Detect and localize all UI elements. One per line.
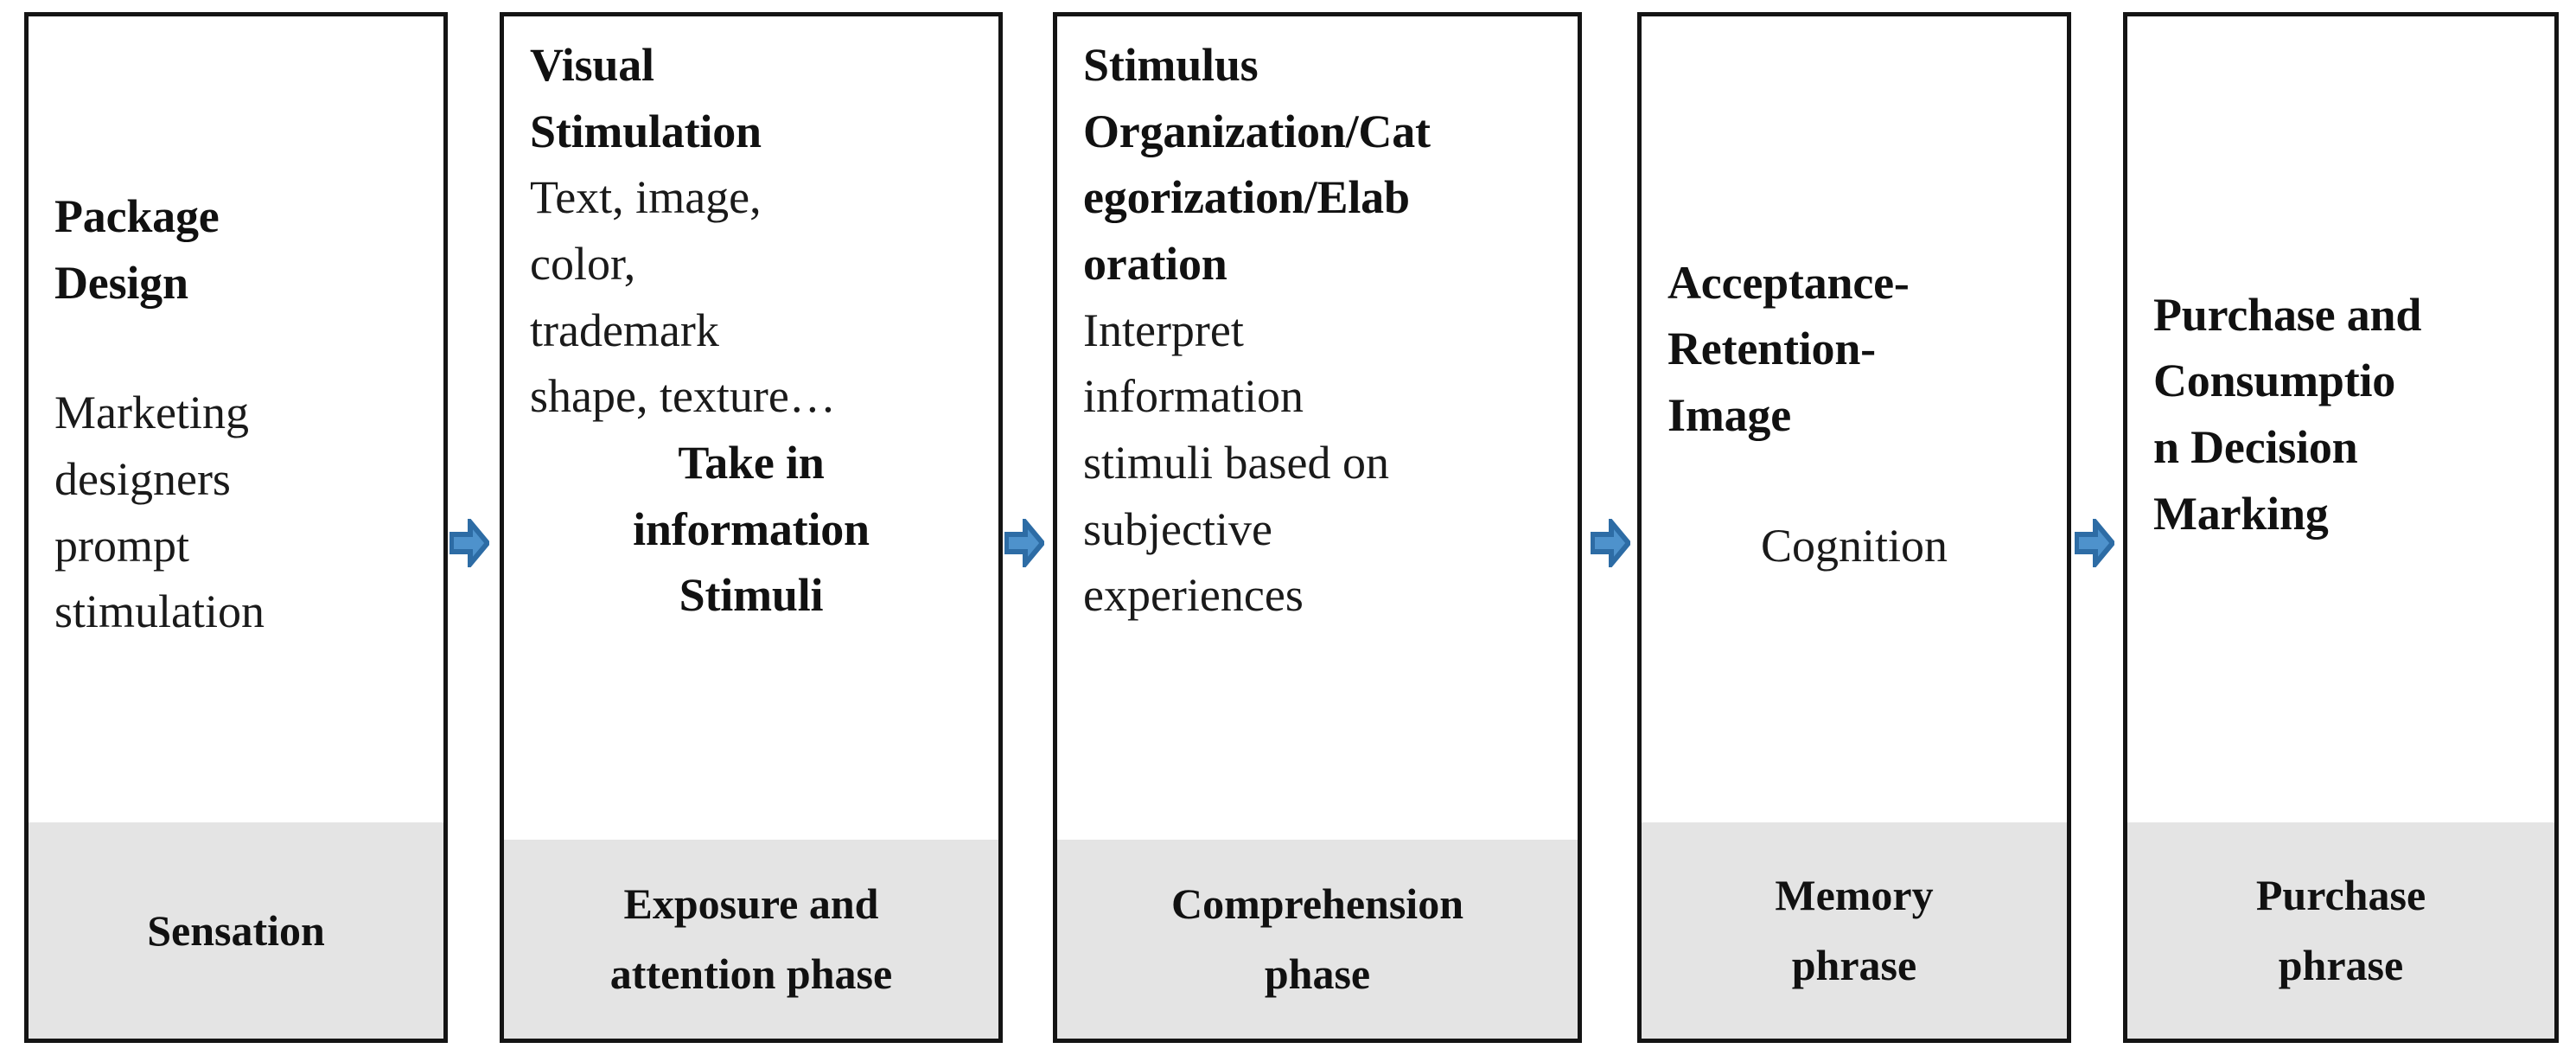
stage-body-purchase-consumption-decision: Purchase and Consumptio n Decision Marki…: [2127, 16, 2554, 822]
arrow-stimulus-organization-to-acceptance-retention: [1591, 519, 1630, 567]
stage-spacer: [54, 316, 418, 380]
stage-heading-visual-stimulation: Visual Stimulation: [530, 39, 762, 157]
stage-body-acceptance-retention-image: Acceptance- Retention- Image Cognition: [1642, 16, 2067, 822]
phase-band-purchase: Purchase phrase: [2127, 822, 2554, 1039]
stage-box-visual-stimulation[interactable]: Visual Stimulation Text, image, color, t…: [500, 12, 1003, 1043]
stage-box-purchase-consumption-decision[interactable]: Purchase and Consumptio n Decision Marki…: [2123, 12, 2559, 1043]
stage-body-visual-stimulation: Visual Stimulation Text, image, color, t…: [504, 16, 998, 840]
right-block-arrow-icon: [1591, 519, 1630, 567]
stage-heading-acceptance-retention-image: Acceptance- Retention- Image: [1667, 256, 1910, 441]
right-block-arrow-icon: [1004, 519, 1044, 567]
stage-description-visual-stimulation: Text, image, color, trademark shape, tex…: [530, 171, 836, 423]
stage-box-package-design[interactable]: Package Design Marketing designers promp…: [24, 12, 448, 1043]
phase-band-exposure-attention: Exposure and attention phase: [504, 840, 998, 1039]
arrow-acceptance-retention-to-purchase-decision: [2075, 519, 2114, 567]
stage-heading-package-design: Package Design: [54, 189, 220, 309]
stage-heading-purchase-consumption-decision: Purchase and Consumptio n Decision Marki…: [2153, 288, 2422, 540]
arrow-package-design-to-visual-stimulation: [450, 519, 489, 567]
phase-band-comprehension: Comprehension phase: [1057, 840, 1578, 1039]
stage-body-stimulus-organization: Stimulus Organization/Cat egorization/El…: [1057, 16, 1578, 840]
stage-body-package-design: Package Design Marketing designers promp…: [29, 16, 443, 822]
stage-spacer: [1667, 449, 2041, 513]
stage-description-acceptance-retention-image: Cognition: [1760, 519, 1948, 572]
stage-box-acceptance-retention-image[interactable]: Acceptance- Retention- Image Cognition M…: [1637, 12, 2071, 1043]
stage-description-package-design: Marketing designers prompt stimulation: [54, 387, 265, 638]
arrow-visual-stimulation-to-stimulus-organization: [1004, 519, 1044, 567]
stage-description-stimulus-organization: Interpret information stimuli based on s…: [1083, 304, 1389, 622]
stage-heading-stimulus-organization: Stimulus Organization/Cat egorization/El…: [1083, 39, 1431, 291]
right-block-arrow-icon: [450, 519, 489, 567]
stage-box-stimulus-organization[interactable]: Stimulus Organization/Cat egorization/El…: [1053, 12, 1582, 1043]
stage-subheading-visual-stimulation: Take in information Stimuli: [633, 437, 870, 622]
phase-band-memory: Memory phrase: [1642, 822, 2067, 1039]
phase-band-sensation: Sensation: [29, 822, 443, 1039]
right-block-arrow-icon: [2075, 519, 2114, 567]
